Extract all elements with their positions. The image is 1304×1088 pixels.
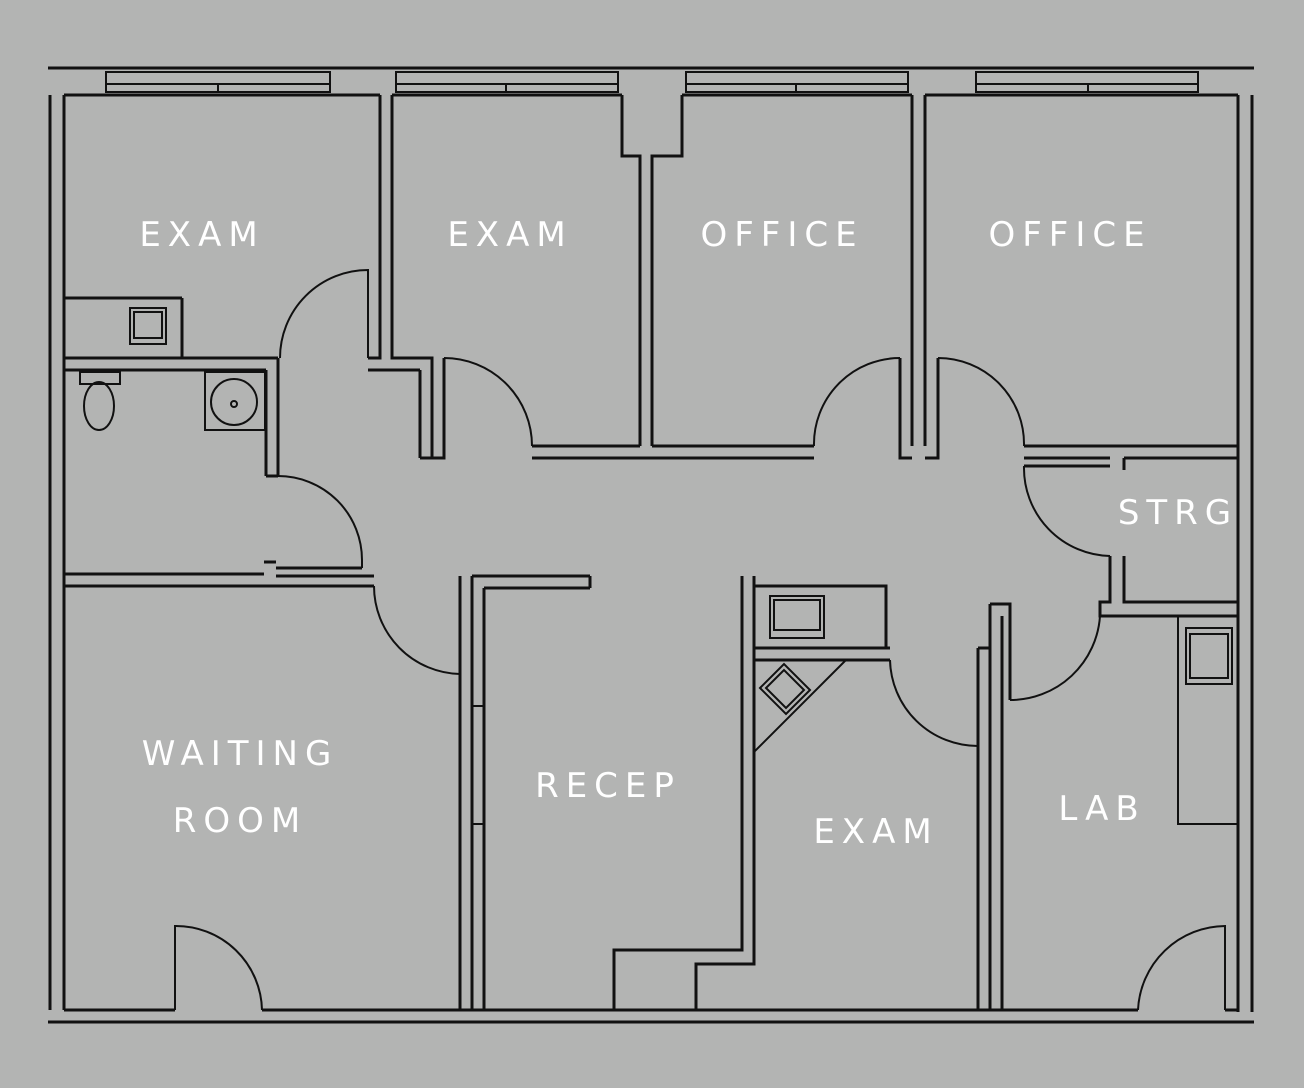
interior-walls [64, 95, 1238, 1010]
room-label-exam-top-center: EXAM [447, 215, 573, 255]
room-label-storage: STRG [1117, 493, 1239, 533]
toilet-icon [79, 371, 121, 431]
room-label-waiting-line1: WAITING [141, 734, 339, 774]
counter-sink-icon [129, 307, 1233, 685]
room-label-exam-top-left: EXAM [139, 215, 265, 255]
room-label-lab: LAB [1058, 789, 1146, 829]
room-label-office-right: OFFICE [988, 215, 1152, 255]
room-label-exam-bottom: EXAM [813, 812, 939, 852]
desk-icon [753, 659, 849, 755]
room-label-waiting-line2: ROOM [172, 801, 308, 841]
door-swings [174, 268, 1226, 1011]
sink-icon [204, 371, 266, 431]
exterior-walls [48, 66, 1254, 1024]
room-label-office-left: OFFICE [700, 215, 864, 255]
windows [105, 71, 1199, 93]
room-label-reception: RECEP [535, 766, 681, 806]
